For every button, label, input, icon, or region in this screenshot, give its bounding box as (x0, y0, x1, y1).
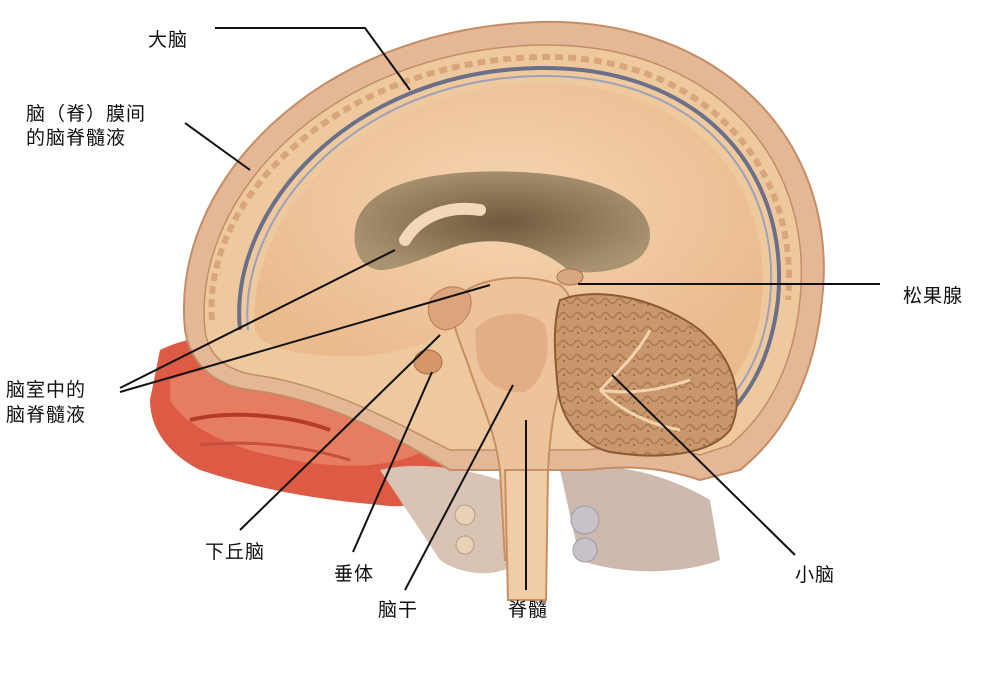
label-pineal: 松果腺 (903, 285, 964, 307)
lateral-ventricle (354, 171, 650, 273)
leader-ventricle-csf-b (119, 284, 491, 393)
label-ventricle-csf-line2: 脑脊髓液 (6, 404, 87, 426)
label-cerebrum: 大脑 (148, 29, 189, 51)
pons (475, 313, 548, 393)
fornix (399, 202, 486, 246)
label-ventricle-csf-line1: 脑室中的 (6, 379, 87, 401)
label-subarachnoid-csf-line1: 脑（脊）膜间 (26, 103, 147, 125)
leader-cerebellum (611, 374, 796, 556)
hypothalamus-shape (427, 286, 472, 331)
label-hypothalamus: 下丘脑 (205, 541, 266, 563)
leader-hypothalamus (239, 334, 441, 531)
leader-ventricle-csf-a (119, 249, 396, 389)
dura-mater (237, 65, 782, 422)
label-subarachnoid-csf-line2: 的脑脊髓液 (26, 127, 127, 149)
leader-lines (119, 27, 880, 591)
label-cerebellum: 小脑 (795, 564, 836, 586)
leader-pituitary (352, 371, 433, 553)
label-spinal-cord: 脊髓 (508, 599, 549, 621)
arachnoid-layer (246, 74, 773, 413)
leader-subarachnoid-csf (184, 122, 251, 171)
label-pituitary: 垂体 (334, 563, 375, 585)
neck-tissue (380, 465, 720, 574)
label-brainstem: 脑干 (378, 599, 419, 621)
leader-cerebrum (215, 27, 411, 91)
arbor-vitae (598, 329, 691, 432)
pineal-shape (556, 268, 584, 286)
leader-brainstem (404, 384, 514, 591)
pituitary-shape (413, 349, 443, 375)
cerebellum-shape (553, 293, 738, 457)
